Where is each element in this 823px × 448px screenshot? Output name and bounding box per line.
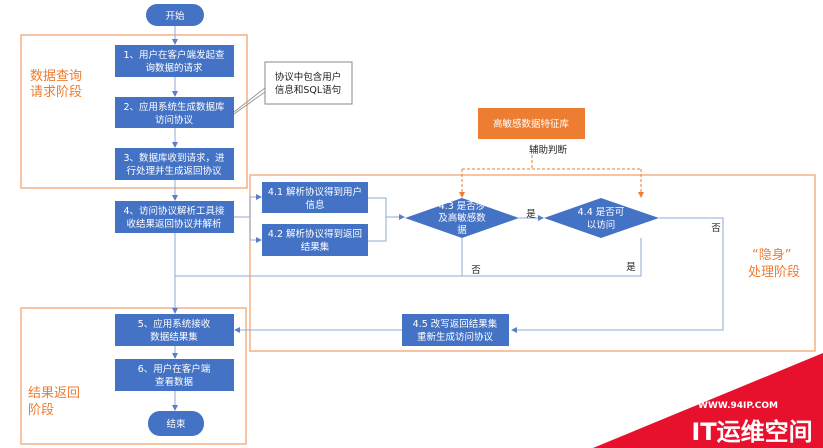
svg-text:4.2 解析协议得到返回: 4.2 解析协议得到返回 xyxy=(268,228,362,240)
stage-stealth-label: “隐身” xyxy=(752,247,791,263)
stage-stealth-frame xyxy=(249,174,816,352)
svg-text:1、用户在客户端发起查: 1、用户在客户端发起查 xyxy=(123,49,225,61)
svg-text:行处理并生成返回协议: 行处理并生成返回协议 xyxy=(126,165,222,177)
svg-text:3、数据库收到请求，进: 3、数据库收到请求，进 xyxy=(123,152,225,164)
svg-text:重新生成访问协议: 重新生成访问协议 xyxy=(417,331,494,343)
svg-text:IT运维空间: IT运维空间 xyxy=(691,418,812,446)
svg-text:4、访问协议解析工具接: 4、访问协议解析工具接 xyxy=(123,205,225,217)
edge-yes-2: 是 xyxy=(626,262,636,273)
svg-text:及高敏感数: 及高敏感数 xyxy=(438,212,486,224)
svg-text:6、用户在客户端: 6、用户在客户端 xyxy=(138,363,211,375)
svg-text:数据结果集: 数据结果集 xyxy=(150,331,198,343)
stage-query-frame xyxy=(20,34,248,189)
svg-text:结束: 结束 xyxy=(166,418,186,430)
svg-text:WWW.94IP.COM: WWW.94IP.COM xyxy=(698,401,778,411)
svg-text:4.5 改写返回结果集: 4.5 改写返回结果集 xyxy=(413,318,498,330)
svg-text:4.1 解析协议得到用户: 4.1 解析协议得到用户 xyxy=(268,186,362,198)
edge-no-1: 否 xyxy=(471,265,481,276)
svg-text:5、应用系统接收: 5、应用系统接收 xyxy=(138,318,211,330)
svg-text:据: 据 xyxy=(457,224,467,236)
watermark: WWW.94IP.COM IT运维空间 xyxy=(593,353,823,448)
svg-text:请求阶段: 请求阶段 xyxy=(30,85,82,100)
svg-text:处理阶段: 处理阶段 xyxy=(748,265,800,280)
stage-query-label: 数据查询 xyxy=(30,69,82,84)
connectors xyxy=(172,26,724,411)
svg-text:4.4 是否可: 4.4 是否可 xyxy=(578,207,625,218)
start-node xyxy=(146,4,204,26)
svg-text:开始: 开始 xyxy=(165,10,185,22)
svg-text:4.3 是否涉: 4.3 是否涉 xyxy=(439,200,486,212)
svg-text:高敏感数据特征库: 高敏感数据特征库 xyxy=(493,118,570,130)
svg-text:访问协议: 访问协议 xyxy=(155,114,194,126)
assist-label: 辅助判断 xyxy=(529,144,568,156)
svg-text:信息和SQL语句: 信息和SQL语句 xyxy=(275,84,341,96)
svg-text:以访问: 以访问 xyxy=(587,219,616,231)
svg-text:收结果返回协议并解析: 收结果返回协议并解析 xyxy=(126,218,222,230)
svg-text:信息: 信息 xyxy=(305,199,324,211)
end-node xyxy=(148,411,204,436)
svg-text:结果集: 结果集 xyxy=(301,241,330,253)
svg-text:协议中包含用户: 协议中包含用户 xyxy=(275,71,342,83)
svg-text:2、应用系统生成数据库: 2、应用系统生成数据库 xyxy=(123,101,225,113)
edge-no-2: 否 xyxy=(711,223,721,234)
feature-db-box: 高敏感数据特征库 xyxy=(478,108,585,139)
stage-return-label: 结果返回 xyxy=(28,386,80,401)
svg-text:询数据的请求: 询数据的请求 xyxy=(145,62,203,74)
edge-yes-1: 是 xyxy=(526,209,536,220)
svg-text:查看数据: 查看数据 xyxy=(155,376,194,388)
stage-return-frame xyxy=(20,307,247,445)
svg-text:阶段: 阶段 xyxy=(28,403,54,418)
